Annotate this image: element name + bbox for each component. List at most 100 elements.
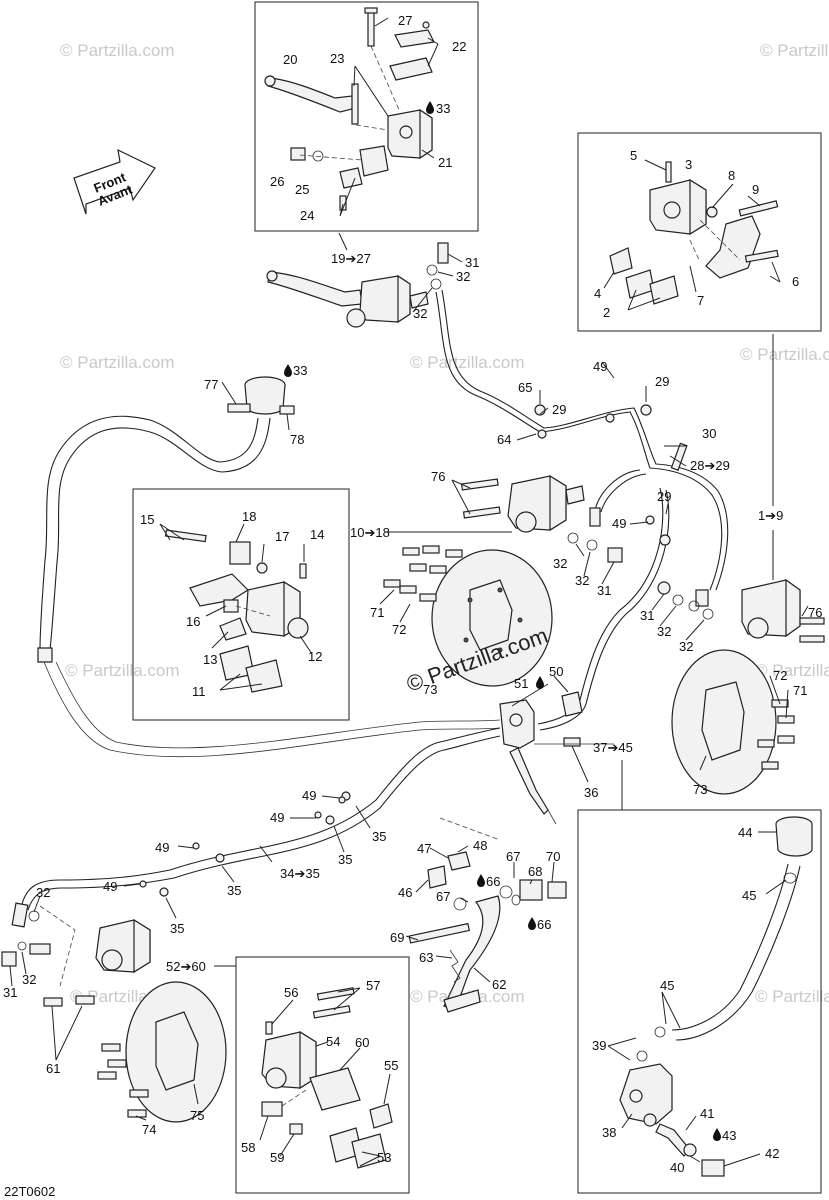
front-caliper-left-exploded [164, 529, 309, 693]
callout-62: 62 [492, 977, 506, 992]
callout-35-d: 35 [170, 921, 184, 936]
lubricant-drop-icons [284, 101, 721, 1141]
callout-65: 65 [518, 380, 532, 395]
callout-23: 23 [330, 51, 344, 66]
callout-31-caliper: 31 [597, 583, 611, 598]
callout-34-35: 34➔35 [280, 866, 320, 881]
callout-69: 69 [390, 930, 404, 945]
callout-8: 8 [728, 168, 735, 183]
callout-16: 16 [186, 614, 200, 629]
callout-60: 60 [355, 1035, 369, 1050]
callout-72-left: 72 [392, 622, 406, 637]
brake-pedal-assembly [408, 817, 567, 1013]
callout-12: 12 [308, 649, 322, 664]
drop-icon [284, 364, 292, 377]
callout-56: 56 [284, 985, 298, 1000]
callout-3: 3 [685, 157, 692, 172]
callout-42: 42 [765, 1146, 779, 1161]
master-cylinder-exploded [264, 7, 435, 211]
callout-32-mc: 32 [413, 306, 427, 321]
callout-45-bottom: 45 [660, 978, 674, 993]
callout-75: 75 [190, 1108, 204, 1123]
front-caliper-left-detail-box [132, 488, 350, 721]
callout-78: 78 [290, 432, 304, 447]
callout-32-caliper-b: 32 [575, 573, 589, 588]
callout-71-right: 71 [793, 683, 807, 698]
callout-63: 63 [419, 950, 433, 965]
callout-27: 27 [398, 13, 412, 28]
callout-72-right: 72 [773, 668, 787, 683]
callout-19-27: 19➔27 [331, 251, 371, 266]
drawing-code: 22T0602 [4, 1184, 55, 1199]
callout-51: 51 [514, 676, 528, 691]
callout-35-b: 35 [338, 852, 352, 867]
callout-24: 24 [300, 208, 314, 223]
callout-29-mid: 29 [657, 489, 671, 504]
callout-39: 39 [592, 1038, 606, 1053]
watermark: © Partzilla.com [60, 41, 175, 60]
callout-5: 5 [630, 148, 637, 163]
watermark: © Partzilla.com [740, 345, 829, 364]
callout-61: 61 [46, 1061, 60, 1076]
callout-32-caliper-a: 32 [553, 556, 567, 571]
drop-icon [536, 676, 544, 689]
drop-icon [528, 917, 536, 930]
callout-44: 44 [738, 825, 752, 840]
rear-master-cylinder-exploded [619, 816, 813, 1177]
callout-21: 21 [438, 155, 452, 170]
callout-35-c: 35 [227, 883, 241, 898]
callout-22: 22 [452, 39, 466, 54]
front-left-disc-bolts [383, 545, 463, 602]
callout-20: 20 [283, 52, 297, 67]
callout-67-top: 67 [506, 849, 520, 864]
drop-icon [426, 101, 434, 114]
callout-15: 15 [140, 512, 154, 527]
callout-77: 77 [204, 377, 218, 392]
callout-35-a: 35 [372, 829, 386, 844]
callout-11: 11 [192, 684, 206, 699]
callout-64: 64 [497, 432, 511, 447]
callout-41: 41 [700, 1106, 714, 1121]
callout-54: 54 [326, 1034, 340, 1049]
callout-76-left: 76 [431, 469, 445, 484]
watermark: © Partzilla.com [65, 661, 180, 680]
callout-47: 47 [417, 841, 431, 856]
callout-32-rear-b: 32 [22, 972, 36, 987]
callout-32-right-a: 32 [657, 624, 671, 639]
callout-26: 26 [270, 174, 284, 189]
front-caliper-right-detail-box [577, 132, 822, 332]
callout-74: 74 [142, 1122, 156, 1137]
proportioning-valve [499, 691, 614, 825]
rear-reservoir-and-hose [37, 376, 501, 758]
callout-48: 48 [473, 838, 487, 853]
callout-53: 53 [377, 1150, 391, 1165]
callout-73-right: 73 [693, 782, 707, 797]
callout-1-9: 1➔9 [758, 508, 783, 523]
front-caliper-left-assembly [460, 474, 623, 563]
front-direction-arrow: Front Avant [73, 148, 156, 215]
callout-73-left: 73 [423, 682, 437, 697]
banjo-bolt [437, 242, 449, 264]
callout-49-d: 49 [103, 879, 117, 894]
callout-6: 6 [792, 274, 799, 289]
callout-40: 40 [670, 1160, 684, 1175]
front-caliper-right-exploded [609, 161, 779, 305]
callout-33-top: 33 [436, 101, 450, 116]
callout-9: 9 [752, 182, 759, 197]
callout-50: 50 [549, 664, 563, 679]
callout-32-rear-a: 32 [36, 885, 50, 900]
master-cylinder-assembly [266, 270, 429, 328]
rear-brake-hose [11, 727, 501, 928]
callout-70: 70 [546, 849, 560, 864]
callout-67-mid: 67 [436, 889, 450, 904]
callout-14: 14 [310, 527, 324, 542]
callout-55: 55 [384, 1058, 398, 1073]
rear-brake-disc [97, 981, 227, 1123]
callout-31-right: 31 [640, 608, 654, 623]
callout-49-a: 49 [302, 788, 316, 803]
callout-66-mid: 66 [537, 917, 551, 932]
watermark: © Partzilla.com [60, 353, 175, 372]
callout-36: 36 [584, 785, 598, 800]
watermark: © Partzilla.com [410, 353, 525, 372]
